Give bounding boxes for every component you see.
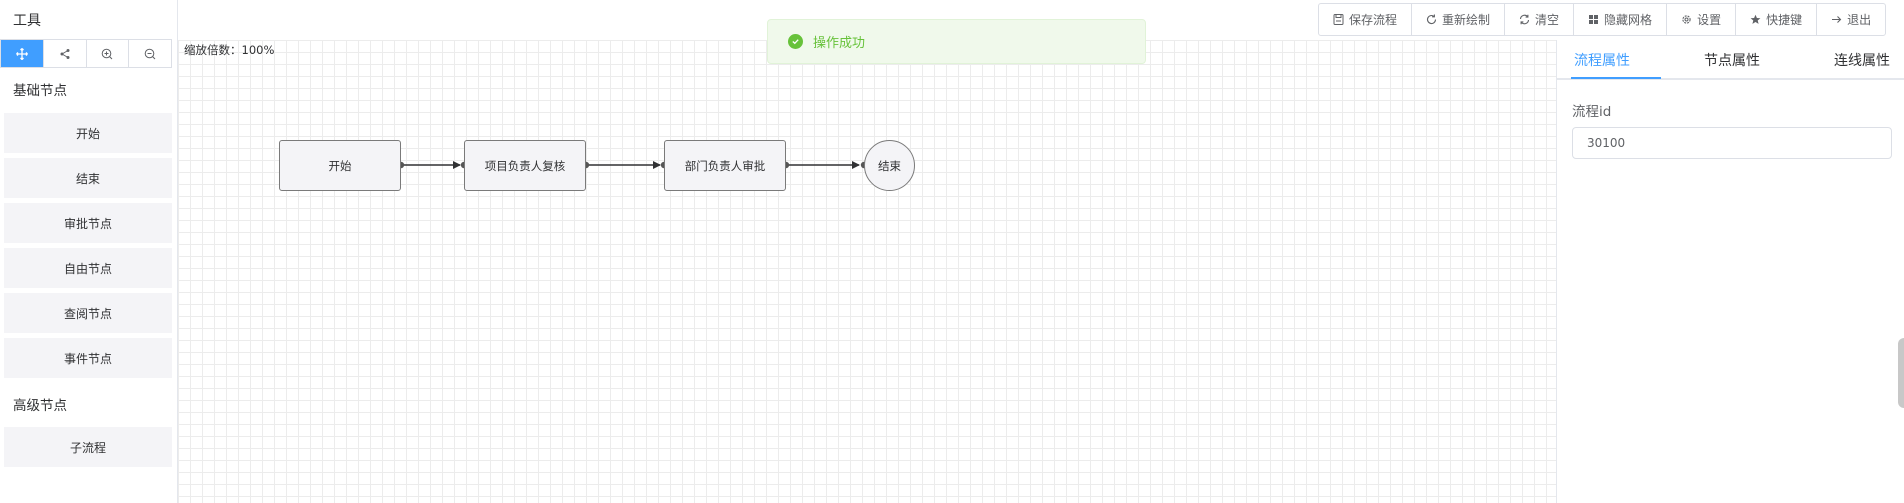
clear-label: 清空 xyxy=(1535,13,1560,27)
connect-tool-button[interactable] xyxy=(43,40,87,67)
toolbox-panel: 工具 基础节点 开始 结束 审批节点 自由节点 查阅节点 事件节点 高级节点 子… xyxy=(0,0,178,503)
advanced-nodes-title: 高级节点 xyxy=(13,398,67,414)
palette-node-event[interactable]: 事件节点 xyxy=(4,338,172,378)
active-tab-indicator xyxy=(1571,77,1661,79)
refresh-icon xyxy=(1519,14,1530,25)
hide-grid-button[interactable]: 隐藏网格 xyxy=(1574,4,1668,35)
side-drawer-handle[interactable] xyxy=(1898,338,1904,408)
flow-node-project-review[interactable]: 项目负责人复核 xyxy=(464,140,586,191)
shortcuts-button[interactable]: 快捷键 xyxy=(1736,4,1818,35)
properties-tabs: 流程属性 节点属性 连线属性 xyxy=(1557,40,1904,80)
palette-node-start[interactable]: 开始 xyxy=(4,113,172,153)
properties-panel: 流程属性 节点属性 连线属性 流程id xyxy=(1556,40,1904,503)
basic-nodes-title: 基础节点 xyxy=(13,83,67,99)
tab-flow-properties[interactable]: 流程属性 xyxy=(1574,53,1630,69)
refresh-right-icon xyxy=(1427,14,1437,25)
shortcuts-label: 快捷键 xyxy=(1766,13,1803,27)
redraw-button[interactable]: 重新绘制 xyxy=(1412,4,1506,35)
settings-label: 设置 xyxy=(1697,13,1722,27)
arrow-right-icon xyxy=(1832,16,1842,23)
move-icon xyxy=(15,47,28,60)
save-flow-button[interactable]: 保存流程 xyxy=(1319,4,1413,35)
success-check-icon xyxy=(788,34,803,49)
save-icon xyxy=(1333,14,1344,25)
hide-grid-label: 隐藏网格 xyxy=(1604,13,1653,27)
exit-button[interactable]: 退出 xyxy=(1817,4,1885,35)
flow-node-start[interactable]: 开始 xyxy=(279,140,401,191)
flow-node-end[interactable]: 结束 xyxy=(864,140,915,191)
toast-message: 操作成功 xyxy=(813,36,866,51)
gear-icon xyxy=(1682,15,1691,24)
flow-node-dept-approval[interactable]: 部门负责人审批 xyxy=(664,140,786,191)
palette-node-end[interactable]: 结束 xyxy=(4,158,172,198)
zoom-level-label: 缩放倍数：100% xyxy=(184,43,275,57)
share-icon xyxy=(60,48,70,59)
flow-id-input[interactable] xyxy=(1572,127,1892,159)
palette-node-subprocess[interactable]: 子流程 xyxy=(4,427,172,467)
save-flow-label: 保存流程 xyxy=(1349,13,1398,27)
palette-node-free[interactable]: 自由节点 xyxy=(4,248,172,288)
flow-id-label: 流程id xyxy=(1572,104,1612,120)
move-tool-button[interactable] xyxy=(1,40,44,67)
toolbox-title: 工具 xyxy=(13,13,41,29)
exit-label: 退出 xyxy=(1847,13,1872,27)
grid-icon xyxy=(1589,15,1599,24)
redraw-label: 重新绘制 xyxy=(1442,13,1491,27)
top-toolbar: 保存流程 重新绘制 清空 隐藏网格 设置 快捷键 退出 xyxy=(1318,3,1887,36)
tab-edge-properties[interactable]: 连线属性 xyxy=(1834,53,1890,69)
tab-node-properties[interactable]: 节点属性 xyxy=(1704,53,1760,69)
settings-button[interactable]: 设置 xyxy=(1667,4,1737,35)
zoom-out-icon xyxy=(144,48,156,59)
clear-button[interactable]: 清空 xyxy=(1505,4,1575,35)
zoom-out-tool-button[interactable] xyxy=(129,40,171,67)
zoom-in-tool-button[interactable] xyxy=(86,40,130,67)
flow-canvas[interactable] xyxy=(178,40,1556,503)
palette-node-review[interactable]: 查阅节点 xyxy=(4,293,172,333)
success-toast: 操作成功 xyxy=(767,19,1146,64)
tool-button-group xyxy=(0,39,172,68)
star-icon xyxy=(1750,14,1761,24)
palette-node-approval[interactable]: 审批节点 xyxy=(4,203,172,243)
zoom-in-icon xyxy=(102,48,113,59)
